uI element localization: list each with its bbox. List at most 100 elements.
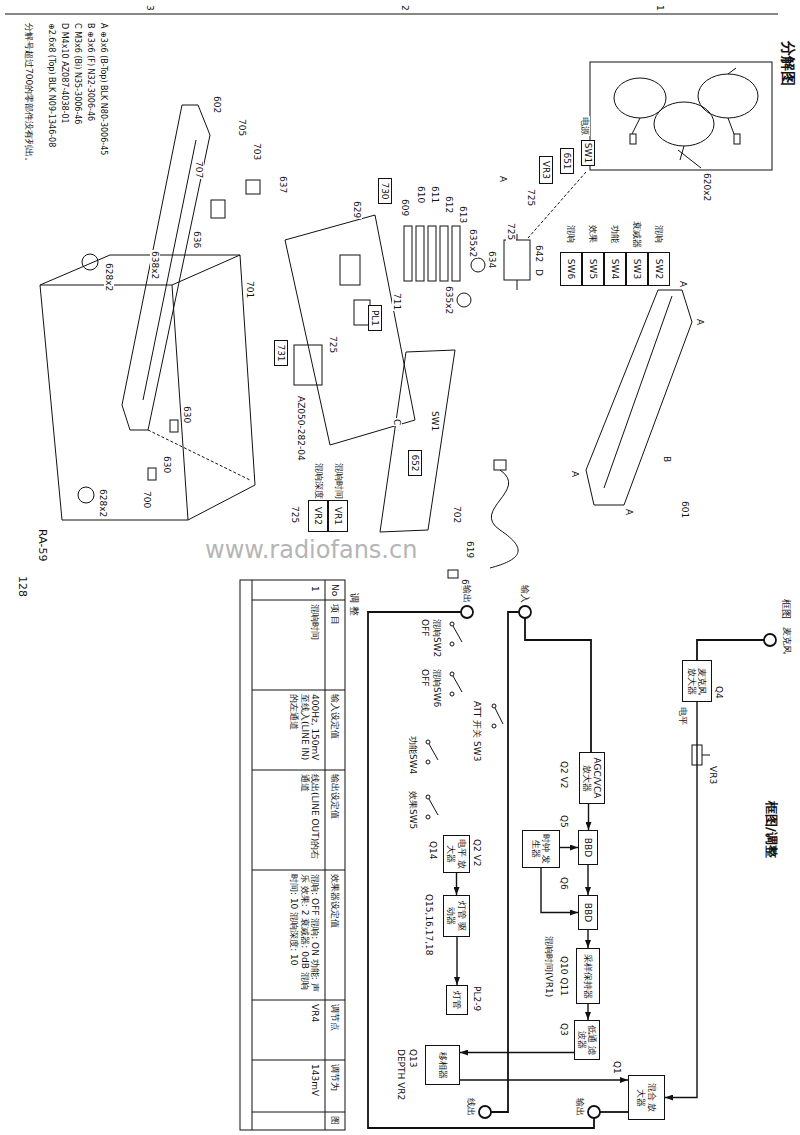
leader-line [148, 430, 250, 480]
callout-number: 636 [192, 230, 202, 249]
jack [519, 606, 531, 618]
signal-arrow [587, 930, 588, 948]
box-text: SW5 [588, 259, 598, 279]
heat-sink [404, 226, 412, 281]
diagram-label: Q2 V2 [472, 838, 482, 868]
process-box: 混合 放大器 [628, 1075, 665, 1120]
box-text: SW4 [610, 259, 620, 279]
diagram-label: 功能 [610, 224, 620, 244]
accessory-box [590, 62, 772, 170]
callout-number: 634 [487, 250, 497, 269]
parts-note: B ⊕3x6 (F) N32-3006-46 [86, 22, 95, 122]
diagram-label: ATT 开关 SW3 [472, 700, 482, 762]
table-grid [252, 580, 345, 1130]
box-text: 混合 放大器 [636, 1079, 657, 1116]
part-label-box: PL1 [368, 305, 382, 331]
diagram-label: 线出 [466, 1097, 476, 1117]
diagram-label: 混响SW6 [432, 668, 442, 708]
diagram-label: AZ050-282-04 [296, 395, 306, 462]
diagram-label: OFF [420, 668, 430, 687]
box-text: SW6 [566, 259, 576, 279]
signal-arrow [587, 1004, 588, 1020]
diagram-label: Q13 [408, 1048, 418, 1069]
diagram-label: 输出 [462, 584, 472, 604]
cable-plug [630, 134, 636, 144]
box-text: 低通 滤波器 [577, 1024, 598, 1056]
part-label-box: SW6 [560, 252, 582, 286]
parts-note: A ⊕3x6 (B-Top) BLK N80-3006-45 [99, 22, 108, 156]
diagram-label: 框图/调整 [763, 800, 778, 859]
switch-contact [492, 704, 496, 708]
cord-bushing [448, 570, 458, 578]
diagram-label: 功能SW4 [408, 735, 418, 775]
box-text: 采样保持器 [583, 954, 593, 999]
parts-note: 分解号超过700的零部件没有列出。 [24, 22, 34, 167]
diagram-label: Q2 V2 [559, 760, 569, 790]
diagram-label: 衰减器 [632, 220, 642, 249]
callout-number: 610 [416, 185, 426, 204]
signal-arrow [665, 702, 697, 1098]
wire [600, 1111, 628, 1113]
diagram-label: Q3 [559, 1022, 569, 1037]
diagram-label: OFF [420, 618, 430, 637]
heat-sink [416, 226, 424, 281]
cover-edge [604, 296, 672, 488]
chassis [40, 255, 255, 520]
table-cell: 混响: OFF 混响: ON 功能: 声乐 效果: 2 衰减器: 0dB 混响时… [289, 873, 320, 999]
diagram-label: Q6 [559, 876, 569, 891]
callout-number: 128 [15, 575, 28, 598]
callout-number: 609 [400, 198, 410, 217]
wire [491, 612, 519, 1112]
table-cell: 输入设定值 [330, 693, 340, 740]
diagram-label: C [392, 418, 402, 426]
callout-number: 703 [252, 142, 262, 161]
signal-arrow [560, 847, 578, 848]
signal-arrow [460, 1079, 628, 1080]
front-panel [122, 105, 210, 430]
diagram-label: 框图 [781, 598, 793, 620]
diagram-label: D [534, 268, 544, 277]
process-box: 低通 滤波器 [574, 1020, 600, 1060]
table-cell: 400Hz, 150mV至线入(LINE IN)的左通道 [289, 693, 320, 769]
diagram-label: Q15,16,17,18 [424, 893, 434, 956]
table-cell: 线出(LINE OUT)的右通道 [299, 773, 320, 869]
callout-number: 602 [212, 95, 222, 114]
table-cell: 图 [330, 1115, 340, 1126]
foot [78, 487, 94, 503]
diagram-label: DEPTH VR2 [396, 1048, 406, 1101]
pin-cable [698, 74, 758, 118]
box-text: BBD [583, 838, 593, 857]
diagram-label: A [498, 175, 508, 183]
diagram-label: A [695, 318, 705, 326]
foot [82, 254, 98, 270]
switch-contact [426, 760, 430, 764]
switch-contact [450, 622, 454, 626]
watermark: www.radiofans.cn [205, 536, 417, 564]
callout-number: 620x2 [702, 172, 712, 202]
bottom-panel [380, 350, 455, 532]
process-box: 电平 放大器 [443, 835, 470, 873]
process-box: 麦克风 放大器 [682, 660, 712, 702]
switch-blade [495, 708, 503, 724]
part-label-box: 652 [408, 450, 422, 476]
callout-number: 613 [458, 205, 468, 224]
callout-number: 612 [444, 195, 454, 214]
process-box: AGC/VCA 放大器 [579, 752, 605, 804]
table-cell: 调节为 [330, 1063, 340, 1092]
diagram-label: 效果 [588, 224, 598, 244]
diagram-label: Q14 [428, 840, 438, 861]
diagram-label: A [678, 280, 688, 288]
box-text: 灯管 [452, 991, 462, 1009]
switch-lever [517, 234, 518, 290]
switch-contact [426, 795, 430, 799]
process-box: BBD [578, 830, 598, 865]
wire [368, 612, 594, 1128]
signal-arrow [456, 937, 457, 985]
chassis-edge [40, 255, 240, 520]
pin-cable [654, 102, 714, 146]
process-box: 时钟 发生器 [522, 830, 560, 868]
diagram-label: 效果SW5 [408, 790, 418, 830]
switch-blade [429, 744, 438, 760]
part-label-box: SW5 [582, 252, 604, 286]
